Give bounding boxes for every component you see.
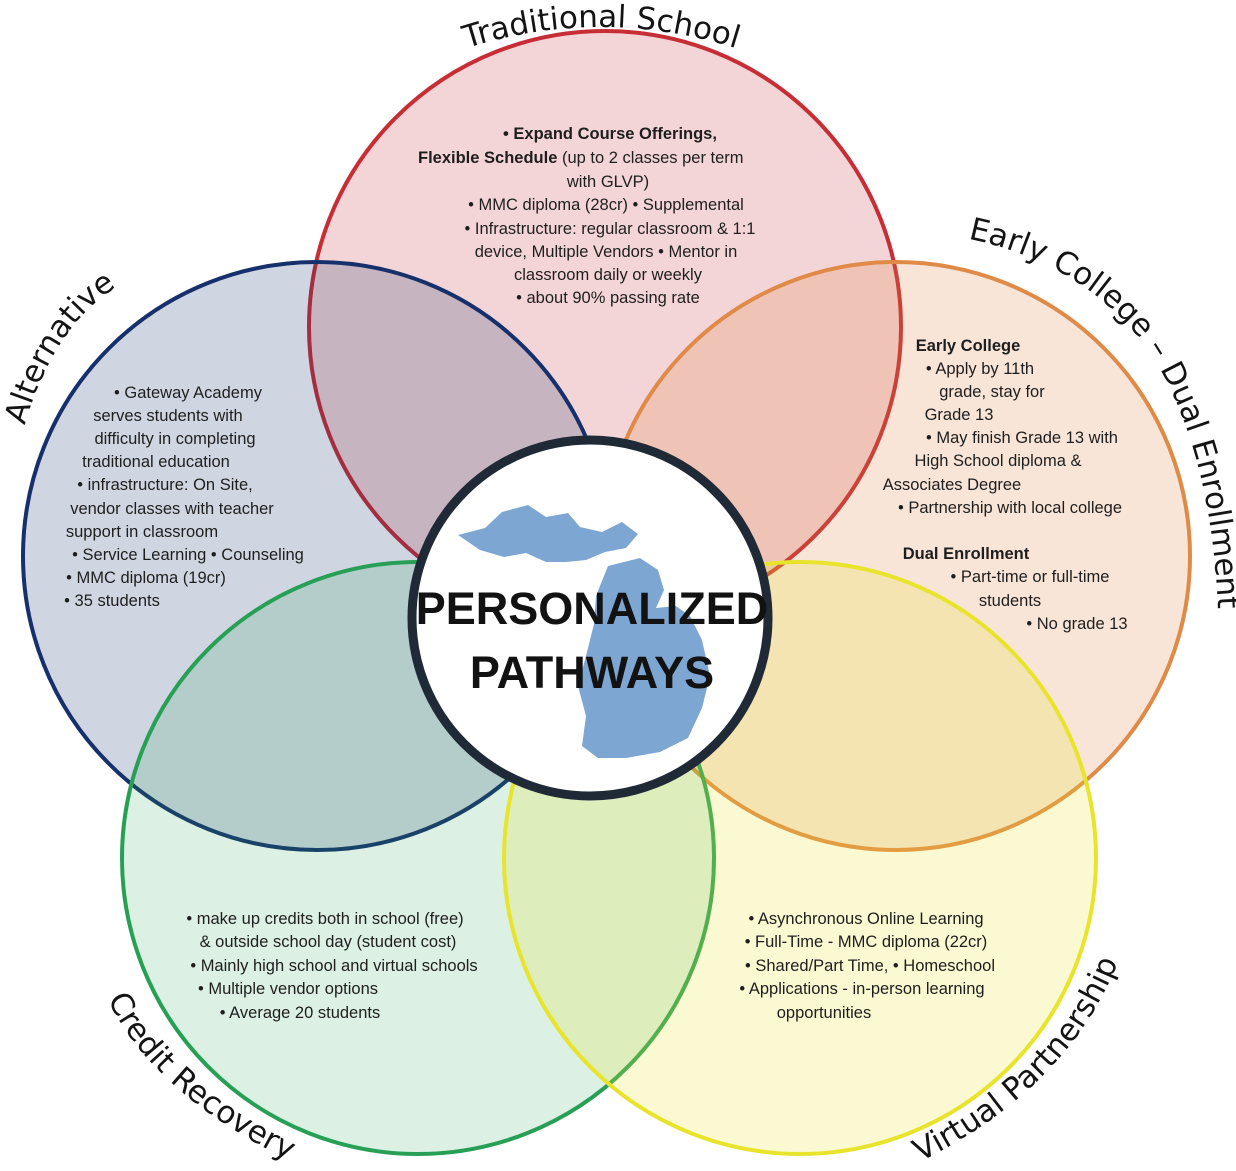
list-item: • Service Learning • Counseling: [72, 546, 304, 564]
traditional-school-text: • Expand Course Offerings, Flexible Sche…: [418, 125, 755, 307]
list-item: • Mainly high school and virtual schools: [190, 957, 477, 975]
dual-enrollment-heading: Dual Enrollment: [903, 545, 1030, 563]
list-item: • make up credits both in school (free): [186, 910, 463, 928]
michigan-map-icon: [458, 505, 710, 758]
list-item: High School diploma &: [915, 452, 1082, 470]
list-item: • Applications - in-person learning: [739, 980, 984, 998]
list-item: • No grade 13: [1026, 615, 1127, 633]
list-item: • infrastructure: On Site,: [77, 476, 252, 494]
list-item: vendor classes with teacher: [70, 500, 274, 518]
list-item: • May finish Grade 13 with: [926, 429, 1118, 447]
list-item: difficulty in completing: [94, 430, 255, 448]
list-item: & outside school day (student cost): [200, 933, 457, 951]
list-item: • 35 students: [64, 592, 160, 610]
list-item: • Apply by 11th: [926, 360, 1034, 378]
virtual-partnership-text: • Asynchronous Online Learning • Full-Ti…: [739, 910, 995, 1022]
list-item: classroom daily or weekly: [514, 266, 703, 284]
list-item: Flexible Schedule (up to 2 classes per t…: [418, 149, 744, 167]
list-item: support in classroom: [66, 523, 218, 541]
list-item: (up to 2 classes per term: [557, 149, 743, 167]
list-item: • Part-time or full-time: [951, 568, 1110, 586]
list-item: serves students with: [93, 407, 242, 425]
alternative-text: • Gateway Academy serves students with d…: [64, 384, 304, 610]
early-college-text: Early College • Apply by 11th grade, sta…: [883, 337, 1128, 633]
list-item: • Multiple vendor options: [198, 980, 378, 998]
list-item: Flexible Schedule: [418, 149, 557, 167]
list-item: students: [979, 592, 1041, 610]
early-college-heading: Early College: [916, 337, 1021, 355]
credit-recovery-text: • make up credits both in school (free) …: [186, 910, 477, 1022]
list-item: • Average 20 students: [220, 1004, 381, 1022]
list-item: • Infrastructure: regular classroom & 1:…: [465, 220, 756, 238]
list-item: • Asynchronous Online Learning: [748, 910, 983, 928]
list-item: Grade 13: [925, 406, 994, 424]
list-item: • MMC diploma (19cr): [66, 569, 226, 587]
list-item: device, Multiple Vendors • Mentor in: [475, 243, 738, 261]
list-item: • Partnership with local college: [898, 499, 1122, 517]
center-title-line1: PERSONALIZED: [416, 583, 769, 634]
list-item: opportunities: [777, 1004, 871, 1022]
list-item: • Expand Course Offerings,: [503, 125, 717, 143]
list-item: Associates Degree: [883, 476, 1022, 494]
list-item: • MMC diploma (28cr) • Supplemental: [468, 196, 744, 214]
list-item: • Full-Time - MMC diploma (22cr): [745, 933, 988, 951]
list-item: grade, stay for: [939, 383, 1045, 401]
list-item: • Shared/Part Time, • Homeschool: [745, 957, 995, 975]
list-item: traditional education: [82, 453, 230, 471]
list-item: • about 90% passing rate: [516, 289, 700, 307]
center-title-line2: PATHWAYS: [470, 647, 714, 698]
list-item: • Gateway Academy: [114, 384, 263, 402]
list-item: with GLVP): [566, 173, 649, 191]
